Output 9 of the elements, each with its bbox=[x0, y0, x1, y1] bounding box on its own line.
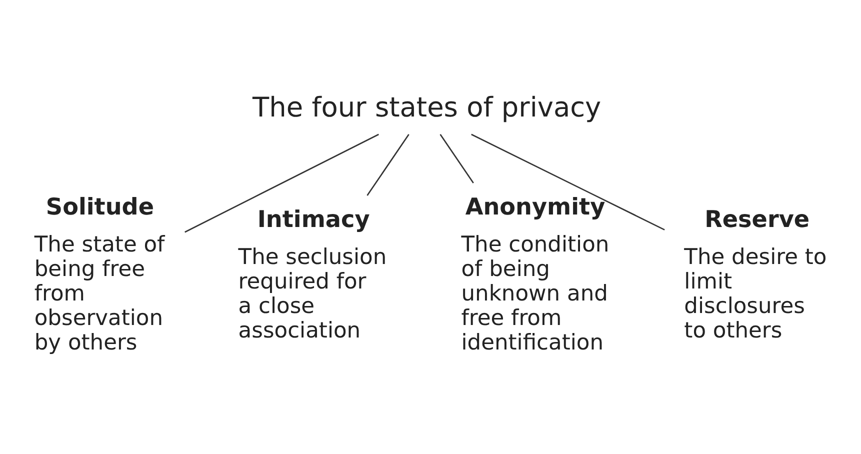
connector bbox=[439, 134, 474, 183]
connector bbox=[366, 134, 409, 196]
node-text: Solitude The state of being free from observation by others bbox=[34, 194, 164, 356]
node-text: Anonymity The condition of being unknown and free from identification bbox=[460, 194, 609, 356]
connector bbox=[184, 133, 378, 232]
node-text: Reserve The desire to limit disclosures to others bbox=[684, 206, 826, 343]
node-text: Intimacy The seclusion required for a close association bbox=[238, 206, 386, 343]
node-text: The four states of privacy bbox=[252, 92, 601, 124]
connector bbox=[470, 133, 664, 230]
